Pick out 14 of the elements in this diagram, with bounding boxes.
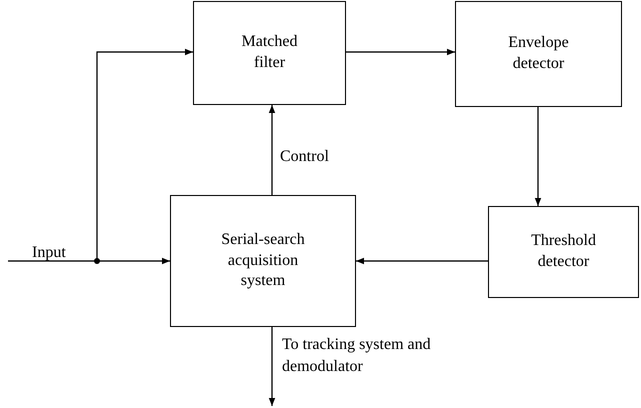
arrow (96, 48, 193, 261)
arrow (268, 327, 276, 406)
arrow (356, 258, 488, 264)
input-label: Input (8, 246, 100, 261)
block-box: Serial-search acquisition system (170, 195, 356, 327)
arrow (8, 258, 170, 264)
arrow (534, 107, 542, 206)
arrow (268, 105, 276, 195)
block-box: Matched filter (193, 1, 346, 105)
block-box: Envelope detector (455, 1, 622, 107)
block-box: Threshold detector (488, 206, 639, 298)
edge-label: Control (280, 147, 330, 167)
edge-label: To tracking system and demodulator (282, 335, 432, 377)
arrow (346, 48, 455, 56)
